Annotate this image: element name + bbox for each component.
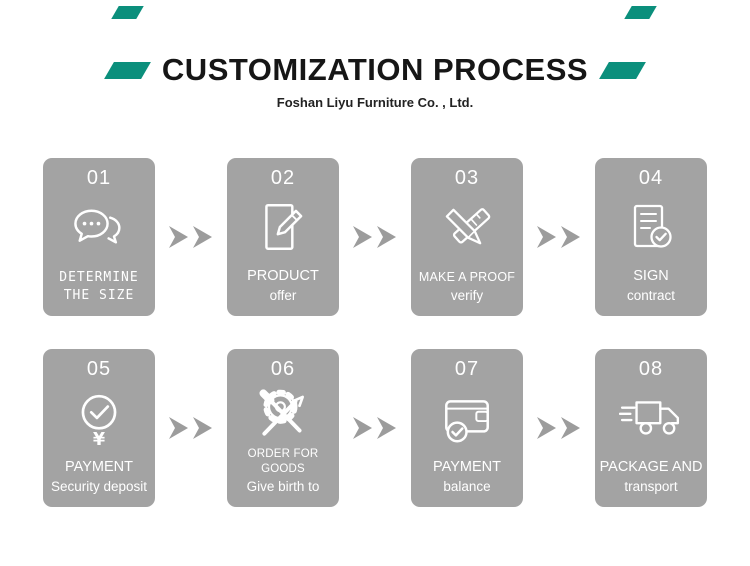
step-card-03: 03 MAKE A PROOF ver <box>411 158 523 316</box>
process-row-1: 01 DETERMINE THE SIZE <box>43 158 707 316</box>
pencil-ruler-icon <box>438 190 496 269</box>
step-card-04: 04 SIGN contract <box>595 158 707 316</box>
step-title: PACKAGE AND <box>599 458 703 475</box>
double-arrow-icon <box>523 224 595 250</box>
step-labels: PAYMENT balance <box>414 458 520 496</box>
step-title: DETERMINE <box>59 270 139 286</box>
step-subtitle: THE SIZE <box>63 288 135 304</box>
step-subtitle: verify <box>450 288 484 304</box>
delivery-truck-icon <box>619 381 683 458</box>
step-card-08: 08 PACKAGE AND transport <box>595 349 707 507</box>
page-title: CUSTOMIZATION PROCESS <box>161 52 589 87</box>
double-arrow-icon <box>155 224 227 250</box>
step-subtitle: Give birth to <box>246 479 320 495</box>
step-title: MAKE A PROOF <box>418 270 516 285</box>
step-number: 04 <box>638 167 664 189</box>
step-title: ORDER FOR GOODS <box>247 447 319 475</box>
step-number: 03 <box>454 167 480 189</box>
step-card-06: 06 ORDER FOR GOODS Give birth to <box>227 349 339 507</box>
contract-check-icon <box>623 190 679 267</box>
step-title: PAYMENT <box>65 458 133 475</box>
double-arrow-icon <box>155 415 227 441</box>
step-labels: ORDER FOR GOODS Give birth to <box>230 447 336 496</box>
chat-bubbles-icon <box>69 190 129 269</box>
step-title: SIGN <box>633 267 669 284</box>
step-title: PAYMENT <box>433 458 501 475</box>
double-arrow-icon <box>523 415 595 441</box>
step-labels: SIGN contract <box>598 267 704 305</box>
svg-text:¥: ¥ <box>93 430 106 448</box>
step-number: 05 <box>86 358 112 380</box>
double-arrow-icon <box>339 224 411 250</box>
header: CUSTOMIZATION PROCESS <box>0 0 750 88</box>
step-card-01: 01 DETERMINE THE SIZE <box>43 158 155 316</box>
step-title: PRODUCT <box>247 267 319 284</box>
step-labels: PRODUCT offer <box>230 267 336 305</box>
payment-check-yuan-icon: ¥ <box>70 381 128 458</box>
step-labels: PACKAGE AND transport <box>598 458 704 496</box>
step-labels: DETERMINE THE SIZE <box>46 269 152 305</box>
gear-tools-icon <box>253 381 313 447</box>
step-card-02: 02 PRODUCT offer <box>227 158 339 316</box>
wallet-check-icon <box>438 381 496 458</box>
document-pen-icon <box>254 190 312 267</box>
step-subtitle: transport <box>624 479 678 495</box>
step-number: 07 <box>454 358 480 380</box>
title-accent-right <box>599 61 646 79</box>
step-subtitle: offer <box>269 288 297 304</box>
step-card-07: 07 PAYMENT balance <box>411 349 523 507</box>
step-number: 01 <box>86 167 112 189</box>
process-flow: 01 DETERMINE THE SIZE <box>0 158 750 507</box>
step-number: 06 <box>270 358 296 380</box>
title-accent-left <box>104 61 151 79</box>
double-arrow-icon <box>339 415 411 441</box>
company-subtitle: Foshan Liyu Furniture Co. , Ltd. <box>276 95 474 110</box>
step-subtitle: contract <box>626 288 676 304</box>
process-row-2: 05 ¥ PAYMENT Security deposit <box>43 349 707 507</box>
step-labels: PAYMENT Security deposit <box>46 458 152 496</box>
step-number: 08 <box>638 358 664 380</box>
step-labels: MAKE A PROOF verify <box>414 269 520 305</box>
step-number: 02 <box>270 167 296 189</box>
step-subtitle: Security deposit <box>50 479 148 495</box>
step-card-05: 05 ¥ PAYMENT Security deposit <box>43 349 155 507</box>
step-subtitle: balance <box>443 479 491 495</box>
